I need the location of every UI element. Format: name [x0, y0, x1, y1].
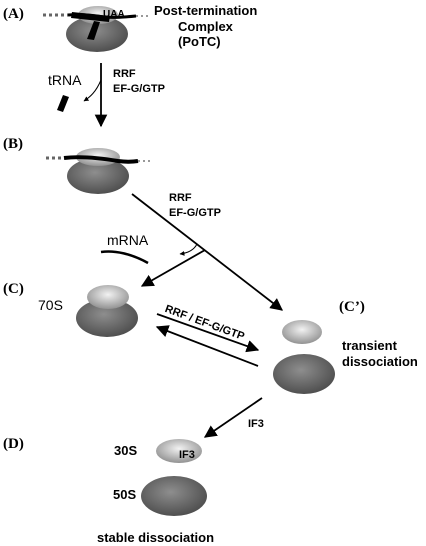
trna-release-curve: [83, 79, 102, 102]
small-subunit: [282, 320, 322, 344]
stop-codon-label: UAA: [103, 9, 125, 20]
large-subunit-label: 50S: [113, 487, 137, 502]
ribosome-70s-label: 70S: [38, 297, 63, 313]
mrna-label: mRNA: [107, 232, 149, 248]
small-subunit: [87, 285, 129, 309]
released-trna-icon: [57, 95, 69, 112]
arrow-branch-to-c: [140, 249, 206, 287]
arrow-c-to-c-prime: [156, 313, 260, 353]
potc-title-line1: Post-termination: [154, 3, 258, 18]
step-bc-factor-2: EF-G/GTP: [169, 207, 221, 219]
if3-on-subunit-label: IF3: [179, 449, 195, 461]
potc-title-line3: (PoTC): [178, 34, 221, 49]
large-subunit: [273, 354, 335, 394]
large-subunit: [141, 476, 207, 516]
transient-label-line2: dissociation: [342, 354, 418, 369]
mrna-release-curve: [179, 243, 198, 256]
mrna-strand: [63, 155, 139, 164]
arrow-c-prime-to-c: [155, 325, 259, 367]
panel-c-marker: (C): [3, 281, 24, 297]
step-ab-factor-2: EF-G/GTP: [113, 83, 165, 95]
transient-label-line1: transient: [342, 338, 397, 353]
arrow-c-prime-to-d: [203, 397, 263, 438]
potc-ribosome: [43, 6, 150, 52]
panel-b-marker: (B): [3, 136, 23, 152]
small-subunit-label: 30S: [114, 443, 138, 458]
stable-dissociation-caption: stable dissociation: [97, 530, 215, 545]
large-subunit: [76, 299, 138, 337]
step-bc-factor-1: RRF: [169, 192, 192, 204]
ribosome-70s: [76, 285, 138, 337]
small-subunit-if3: [156, 439, 202, 463]
potc-title-line2: Complex: [178, 19, 233, 34]
step-ab-factor-1: RRF: [113, 68, 136, 80]
dissociated-subunits-transient: [273, 320, 335, 394]
trna-leg: [87, 21, 100, 40]
dissociated-subunits-stable: [141, 439, 207, 516]
step-cd-factor: IF3: [248, 418, 264, 430]
released-mrna-icon: [100, 250, 149, 265]
panel-a-marker: (A): [3, 6, 24, 22]
panel-d-marker: (D): [3, 436, 24, 452]
large-subunit: [66, 16, 128, 52]
large-subunit: [67, 158, 129, 194]
arrow-b-to-c-prime: [131, 193, 283, 311]
trna-bar: [71, 12, 110, 22]
trna-label: tRNA: [48, 72, 82, 88]
ribosome-b: [46, 148, 150, 194]
panel-c-prime-marker: (C’): [339, 299, 365, 315]
